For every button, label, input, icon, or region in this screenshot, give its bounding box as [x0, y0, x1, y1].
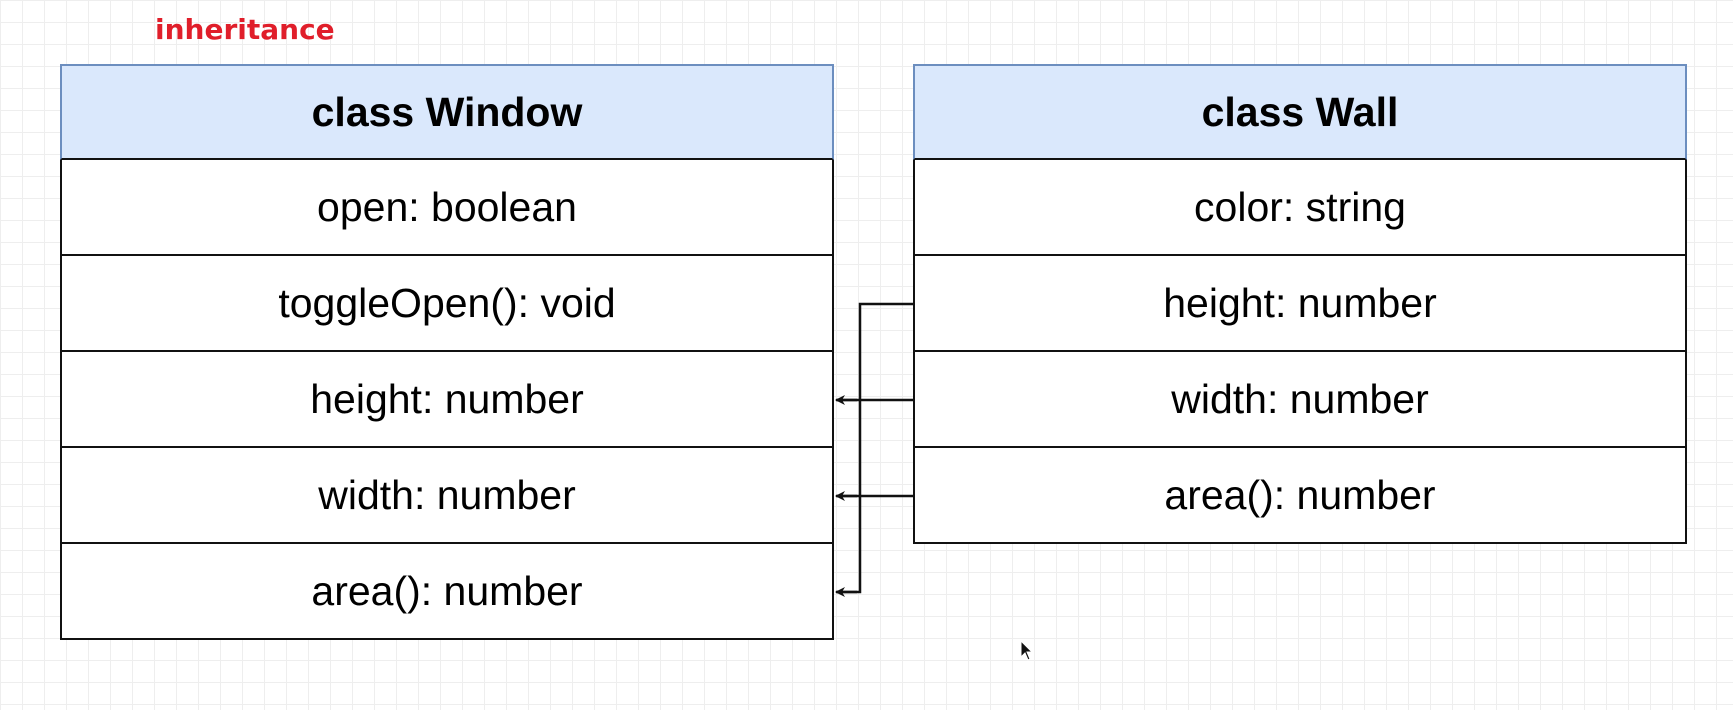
wall-member-color[interactable]: color: string	[913, 160, 1687, 256]
window-class-title[interactable]: class Window	[60, 64, 834, 160]
wall-member-area[interactable]: area(): number	[913, 448, 1687, 544]
wall-member-height[interactable]: height: number	[913, 256, 1687, 352]
mouse-cursor-icon	[1020, 640, 1034, 661]
window-member-height[interactable]: height: number	[60, 352, 834, 448]
connector-height-trunk	[837, 302, 913, 594]
wall-class-box[interactable]: class Wall color: string height: number …	[913, 64, 1687, 544]
wall-class-title[interactable]: class Wall	[913, 64, 1687, 160]
window-member-open[interactable]: open: boolean	[60, 160, 834, 256]
wall-member-width[interactable]: width: number	[913, 352, 1687, 448]
window-member-area[interactable]: area(): number	[60, 544, 834, 640]
diagram-caption: inheritance	[155, 13, 335, 46]
window-member-toggle-open[interactable]: toggleOpen(): void	[60, 256, 834, 352]
window-member-width[interactable]: width: number	[60, 448, 834, 544]
window-class-box[interactable]: class Window open: boolean toggleOpen():…	[60, 64, 834, 640]
